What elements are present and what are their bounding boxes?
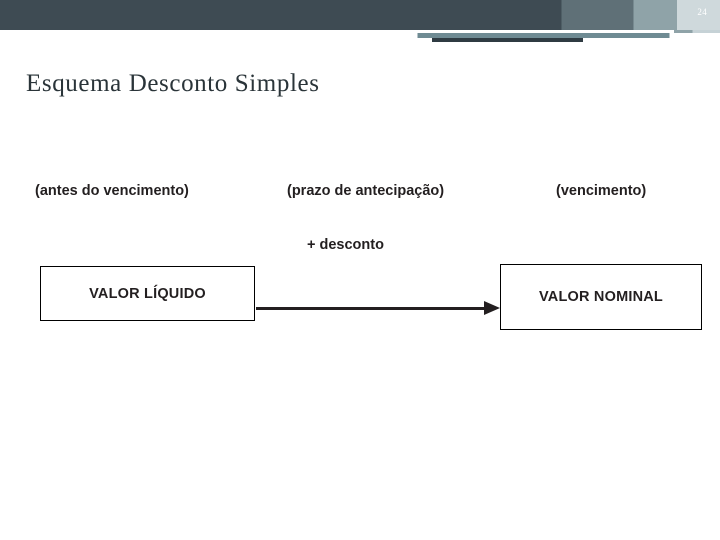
label-antes-do-vencimento: (antes do vencimento) xyxy=(35,183,189,199)
page-title: Esquema Desconto Simples xyxy=(26,70,320,97)
arrow-right-icon xyxy=(256,307,486,310)
header-rule-teal xyxy=(0,33,720,38)
label-prazo-de-antecipacao: (prazo de antecipação) xyxy=(287,183,445,199)
box-valor-nominal-label: VALOR NOMINAL xyxy=(539,289,663,305)
box-valor-liquido: VALOR LÍQUIDO xyxy=(40,266,255,321)
slide-number: 24 xyxy=(697,7,707,17)
slide-header-band xyxy=(0,0,720,30)
label-vencimento: (vencimento) xyxy=(556,183,647,199)
box-valor-nominal: VALOR NOMINAL xyxy=(500,264,702,330)
header-rule-dark xyxy=(0,38,720,42)
arrow-right-head-icon xyxy=(484,301,500,315)
box-valor-liquido-label: VALOR LÍQUIDO xyxy=(89,285,206,302)
desconto-simples-diagram: (antes do vencimento) (prazo de antecipa… xyxy=(0,150,720,370)
label-mais-desconto: + desconto xyxy=(307,237,384,253)
